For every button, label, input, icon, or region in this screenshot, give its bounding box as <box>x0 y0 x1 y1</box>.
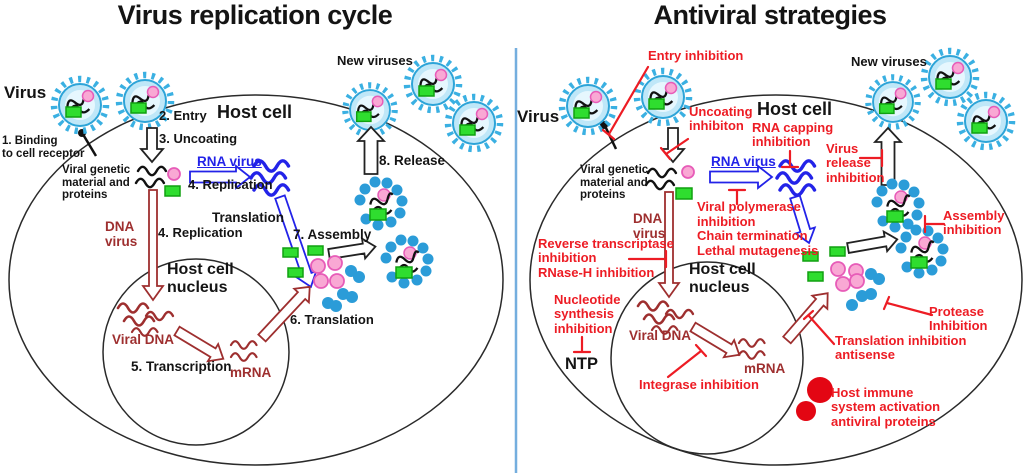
host-immune-label: Host immune system activation antiviral … <box>831 385 941 429</box>
host-cell-label: Host cell <box>757 99 833 119</box>
translation-arrow <box>257 285 311 343</box>
assembly-step-label: 7. Assembly <box>293 227 372 242</box>
uncoating-step-label: 3. Uncoating <box>159 131 238 146</box>
viral-genetic-label: Viral genetic material and proteins <box>580 164 649 202</box>
translation-inhibition-label: Translation inhibition antisense <box>835 333 967 363</box>
uncoating-inhibition-connector <box>659 137 690 161</box>
binding-step-label: 1. Binding to cell receptor <box>2 135 85 160</box>
rna-capping-inhibition-label: RNA capping inhibition <box>752 120 834 150</box>
release-arrow <box>355 125 387 175</box>
rna-capping-connector <box>780 149 800 169</box>
nucleotide-synthesis-label: Nucleotide synthesis inhibition <box>554 292 621 336</box>
cell-membrane <box>529 94 1023 466</box>
transcription-arrow <box>173 325 225 363</box>
dna-replication-arrow <box>141 189 165 302</box>
transcription-arrow <box>689 321 741 359</box>
release-step-label: 8. Release <box>379 153 446 168</box>
ntp-label: NTP <box>565 355 598 373</box>
dna-virus-label: DNA virus <box>633 211 666 241</box>
reverse-transcriptase-connector <box>627 249 668 269</box>
entry-arrow <box>139 127 165 164</box>
assembling-virus-icon <box>870 177 926 234</box>
new-virus-icon <box>960 95 1012 147</box>
uncoating-inhibition-label: Uncoating inhibiton <box>689 104 753 134</box>
nucleotide-connector <box>572 335 592 354</box>
mrna-label: mRNA <box>744 361 786 376</box>
nucleus-label: Host cell nucleus <box>167 261 234 296</box>
new-virus-icon <box>868 77 917 126</box>
right-panel-title: Antiviral strategies <box>653 0 887 30</box>
viral-polymerase-label: Viral polymerase inhibition Chain termin… <box>697 199 819 258</box>
integrase-inhibition-label: Integrase inhibition <box>639 377 759 392</box>
translation-label: Translation <box>212 210 285 225</box>
rna-replication-arrow <box>709 164 774 190</box>
assembly-arrow <box>846 229 899 254</box>
viral-genetic-label: Viral genetic material and proteins <box>62 164 131 202</box>
reverse-transcriptase-label: Reverse transcriptase inhibition RNase-H… <box>538 236 674 280</box>
nucleus-outline <box>102 258 290 446</box>
dna-replication-label: 4. Replication <box>158 225 243 240</box>
virus-release-inhibition-label: Virus release inhibition <box>826 141 885 185</box>
receptor-stalk <box>82 135 98 157</box>
translation-inhibition-connector <box>802 309 836 346</box>
polymerase-connector <box>727 188 747 206</box>
left-panel-title: Virus replication cycle <box>117 0 393 30</box>
assembling-virus-icon <box>379 233 435 290</box>
viral-dna-label: Viral DNA <box>112 332 175 347</box>
assembly-inhibition-label: Assembly inhibition <box>943 208 1005 238</box>
protease-inhibition-label: Protease Inhibition <box>929 304 988 334</box>
rna-virus-label: RNA virus <box>197 154 262 169</box>
virus-icon <box>54 79 106 131</box>
rna-translation-arrow <box>789 194 817 245</box>
dna-replication-arrow <box>657 191 681 299</box>
entry-step-label: 2. Entry <box>159 108 207 123</box>
viral-protein-green <box>164 185 181 197</box>
right-panel-art <box>529 51 1023 466</box>
mrna-label: mRNA <box>230 365 272 380</box>
assembling-virus-icon <box>353 175 409 232</box>
immune-protein-dot <box>796 401 816 421</box>
new-viruses-label: New viruses <box>337 53 413 68</box>
new-virus-icon <box>924 51 976 103</box>
viral-dna-label: Viral DNA <box>629 328 692 343</box>
rna-replication-arrow <box>189 164 252 190</box>
transcription-step-label: 5. Transcription <box>131 359 232 374</box>
virus-icon <box>637 71 689 123</box>
virus-label: Virus <box>517 107 560 126</box>
assembling-virus-icon <box>894 223 950 280</box>
virus-release-connector <box>858 148 884 168</box>
viral-protein-pink <box>167 167 181 181</box>
dna-virus-label: DNA virus <box>105 219 138 249</box>
virus-icon <box>562 80 614 132</box>
integrase-connector <box>666 343 708 379</box>
virus-label: Virus <box>4 83 47 102</box>
entry-inhibition-connector <box>601 65 650 141</box>
rna-replication-label: 4. Replication <box>188 177 273 192</box>
translation-step-label: 6. Translation <box>290 312 374 327</box>
nucleus-outline <box>610 261 804 455</box>
immune-protein-dot <box>807 377 833 403</box>
receptor-stalk <box>604 127 618 150</box>
new-viruses-label: New viruses <box>851 54 927 69</box>
release-arrow <box>872 126 904 186</box>
nucleus-label: Host cell nucleus <box>689 261 756 296</box>
rna-translation-arrow <box>274 194 318 289</box>
cell-membrane <box>8 94 504 466</box>
left-panel-art <box>8 58 504 466</box>
new-virus-icon <box>407 58 459 110</box>
assembly-inhibition-connector <box>923 214 946 234</box>
entry-inhibition-label: Entry inhibition <box>648 48 744 63</box>
rna-virus-label: RNA virus <box>711 154 776 169</box>
protease-connector <box>882 295 934 317</box>
host-cell-label: Host cell <box>217 102 293 122</box>
new-virus-icon <box>448 97 500 149</box>
